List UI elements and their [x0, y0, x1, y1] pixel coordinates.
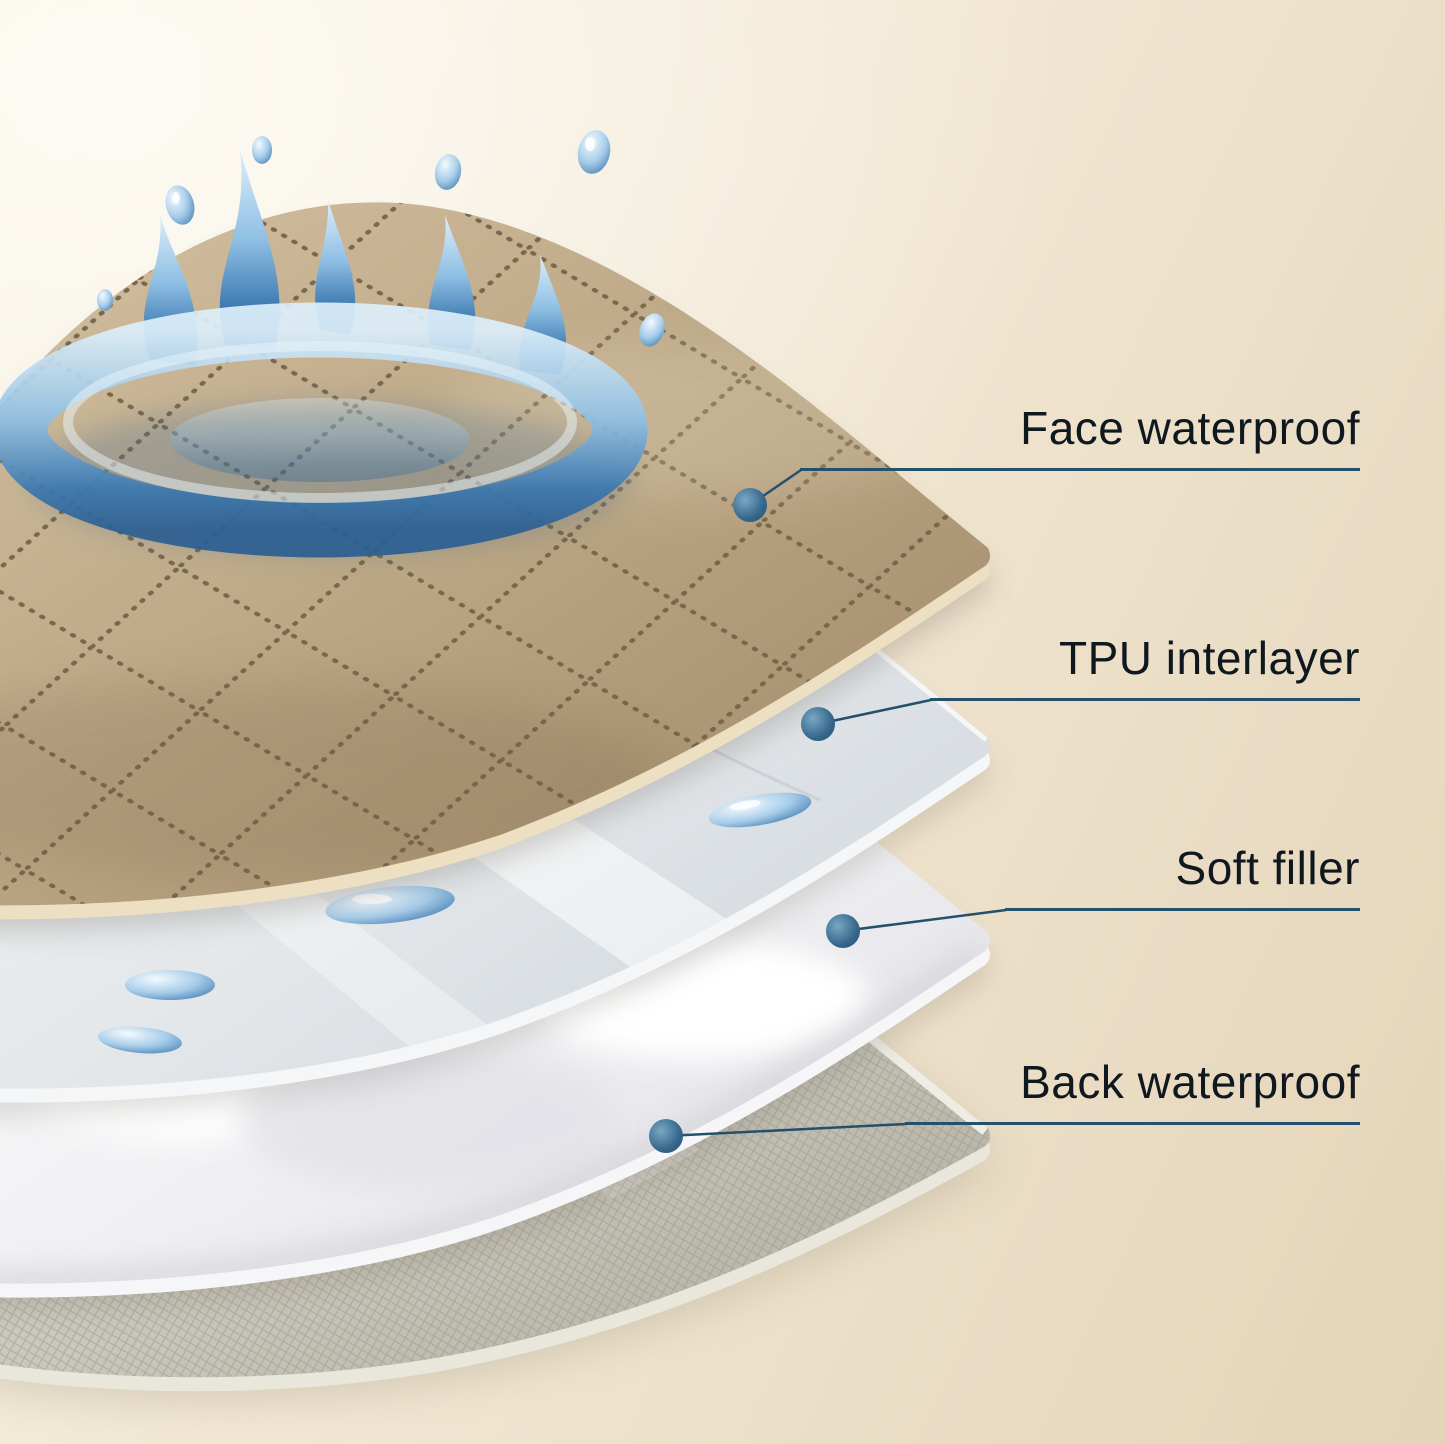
callout-dots: [649, 488, 860, 1153]
callout-dot-soft-filler: [826, 914, 860, 948]
label-face-waterproof: Face waterproof: [800, 402, 1360, 471]
callout-line-tpu-interlayer: [817, 698, 932, 726]
label-soft-filler: Soft filler: [1005, 842, 1360, 911]
callout-line-soft-filler: [842, 908, 1007, 933]
callout-dot-tpu-interlayer: [801, 707, 835, 741]
label-tpu-interlayer: TPU interlayer: [930, 632, 1360, 701]
callout-line-back-waterproof: [665, 1122, 907, 1138]
label-back-waterproof: Back waterproof: [905, 1056, 1360, 1125]
callout-dot-back-waterproof: [649, 1119, 683, 1153]
flying-droplets: [97, 130, 665, 347]
callout-dot-face-waterproof: [733, 488, 767, 522]
water-splash: [0, 130, 665, 558]
